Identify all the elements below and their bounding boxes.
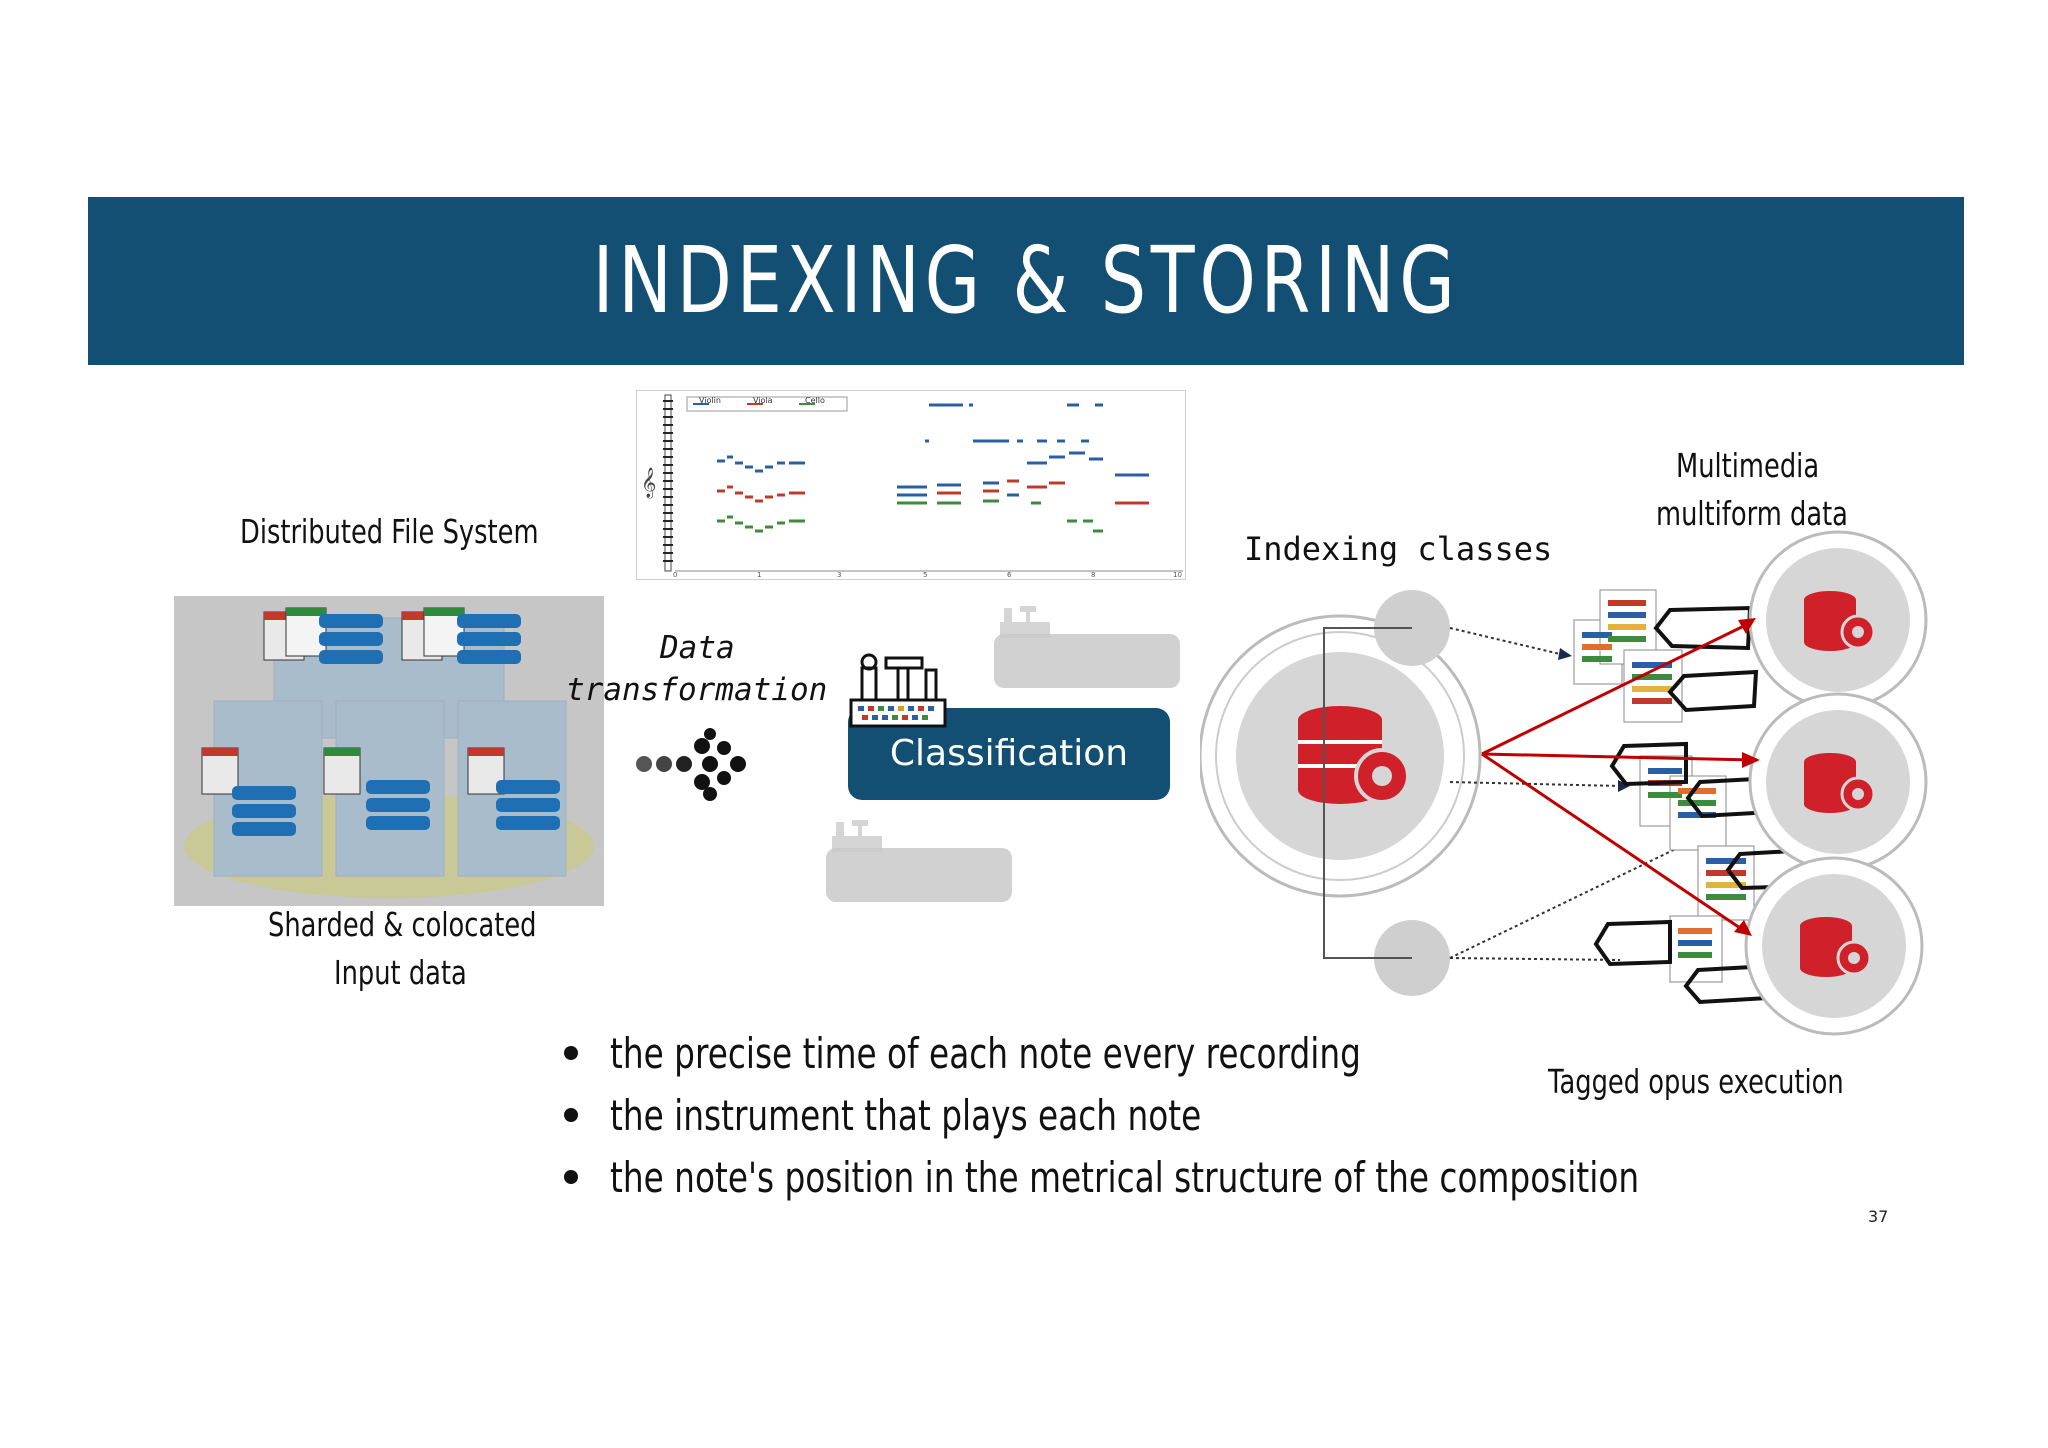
cello-notes — [717, 515, 1103, 533]
title-banner: INDEXING & STORING — [88, 197, 1964, 365]
indexing-diagram — [1200, 530, 1928, 1036]
bullet-item: the note's position in the metrical stru… — [560, 1146, 1929, 1208]
svg-text:8: 8 — [1091, 571, 1095, 579]
data-transformation-label-line1: Data — [660, 630, 735, 666]
tagged-opus-label: Tagged opus execution — [1548, 1062, 1844, 1101]
piano-roll-chart: 𝄞 0 1 3 5 6 8 10 — [636, 390, 1186, 580]
svg-text:0: 0 — [673, 571, 677, 579]
factory-tools-icon — [849, 653, 947, 728]
violin-notes — [717, 403, 1149, 477]
piano-keyboard — [663, 394, 673, 572]
legend-violin: Violin — [699, 396, 721, 405]
bullet-dot — [564, 1108, 578, 1122]
svg-text:10: 10 — [1173, 571, 1182, 579]
server-icon — [467, 747, 560, 830]
data-transformation-label-line2: transformation — [566, 672, 828, 708]
svg-text:6: 6 — [1007, 571, 1012, 579]
bullet-item: the precise time of each note every reco… — [560, 1022, 1929, 1084]
ghost-classification-box-bottom — [826, 848, 1012, 902]
slide-title: INDEXING & STORING — [592, 227, 1460, 334]
tagged-document-cluster — [1593, 845, 1813, 1005]
funnel-dots-icon — [636, 728, 746, 801]
storage-node — [1744, 856, 1924, 1036]
distributed-fs-label: Distributed File System — [240, 512, 539, 551]
server-icon — [401, 607, 521, 664]
database-gear-icon — [1298, 706, 1410, 804]
storage-node — [1748, 692, 1928, 872]
bullet-dot — [564, 1046, 578, 1060]
ghost-classification-box-top — [994, 634, 1180, 688]
viola-notes — [717, 481, 1149, 505]
svg-text:1: 1 — [757, 571, 761, 579]
distributed-fs-illustration — [174, 596, 604, 906]
bullet-list: the precise time of each note every reco… — [560, 1022, 1929, 1208]
server-icon — [263, 607, 383, 664]
storage-node — [1748, 530, 1928, 710]
server-icon — [323, 747, 430, 830]
sharded-label-line1: Sharded & colocated — [268, 905, 537, 944]
svg-text:5: 5 — [923, 571, 927, 579]
tagged-document-cluster — [1573, 589, 1759, 723]
server-icon — [201, 747, 296, 836]
classification-label: Classification — [889, 733, 1129, 774]
bullet-item: the instrument that plays each note — [560, 1084, 1929, 1146]
legend-viola: Viola — [753, 396, 773, 405]
multimedia-label-line2: multiform data — [1656, 494, 1848, 533]
tagged-document-cluster — [1609, 741, 1777, 851]
svg-text:3: 3 — [837, 571, 841, 579]
sharded-label-line2: Input data — [334, 953, 467, 992]
bullet-dot — [564, 1170, 578, 1184]
treble-clef-icon: 𝄞 — [641, 467, 656, 499]
multimedia-label-line1: Multimedia — [1676, 446, 1820, 485]
indexing-classes-label: Indexing classes — [1244, 530, 1553, 568]
page-number: 37 — [1868, 1207, 1889, 1226]
legend-cello: Cello — [805, 396, 825, 405]
